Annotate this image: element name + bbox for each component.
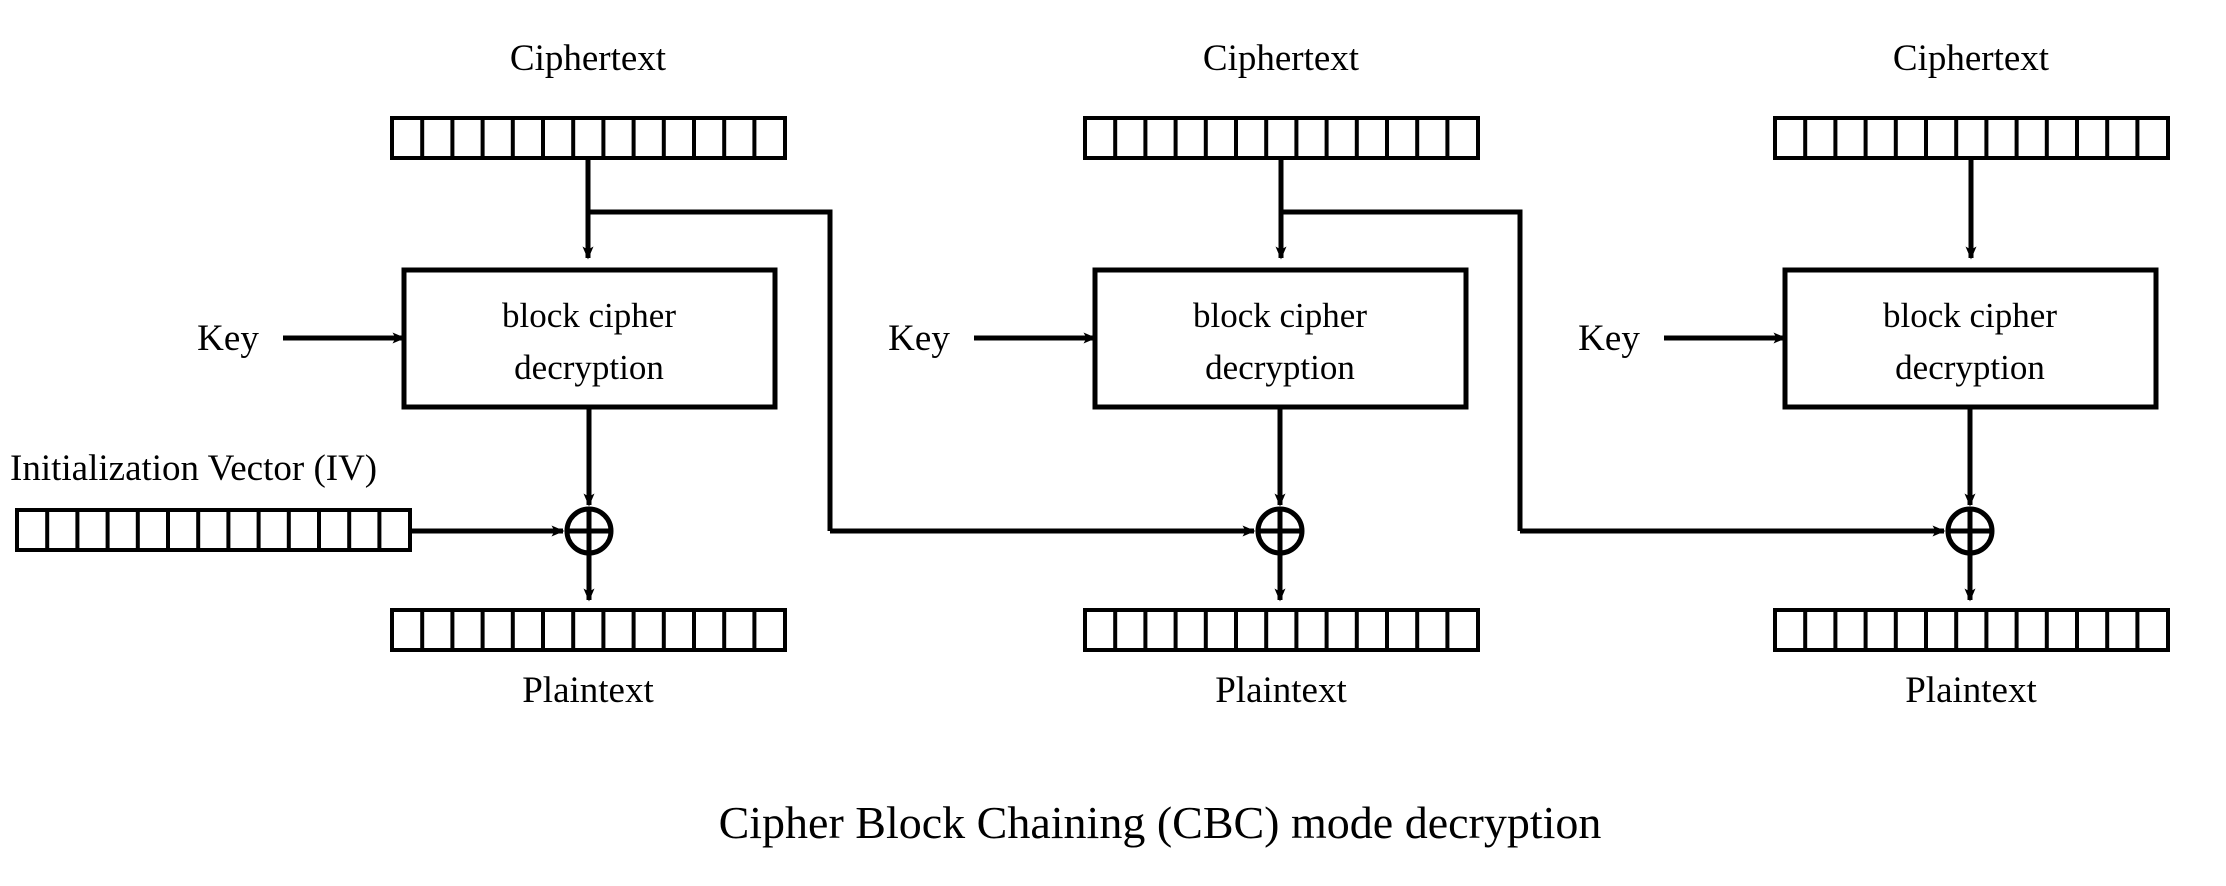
stage-3: Ciphertext block cipher decryption bbox=[1520, 38, 2170, 711]
cipher-box-line2-2: decryption bbox=[1205, 348, 1355, 387]
iv-block bbox=[15, 508, 412, 552]
ciphertext-block-2 bbox=[1083, 116, 1480, 160]
plaintext-label-1: Plaintext bbox=[522, 670, 654, 711]
xor-node-3 bbox=[1945, 506, 1995, 556]
initialization-vector-group: Initialization Vector (IV) bbox=[10, 448, 412, 552]
cipher-box-line2-1: decryption bbox=[514, 348, 664, 387]
chain-branch-2 bbox=[1281, 209, 1523, 531]
ciphertext-label-1: Ciphertext bbox=[510, 38, 667, 79]
cipher-box-line1-3: block cipher bbox=[1883, 296, 2057, 335]
ciphertext-block-1 bbox=[390, 116, 787, 160]
figure-caption: Cipher Block Chaining (CBC) mode decrypt… bbox=[719, 797, 1602, 848]
cipher-box-line1-1: block cipher bbox=[502, 296, 676, 335]
cipher-box-line1-2: block cipher bbox=[1193, 296, 1367, 335]
ciphertext-block-3 bbox=[1773, 116, 2170, 160]
cipher-box-3 bbox=[1782, 267, 2159, 410]
key-label-2: Key bbox=[888, 318, 950, 359]
plaintext-label-2: Plaintext bbox=[1215, 670, 1347, 711]
iv-label: Initialization Vector (IV) bbox=[10, 448, 377, 489]
stage-2: Ciphertext block cipher decrypti bbox=[830, 38, 1523, 711]
plaintext-block-1 bbox=[390, 608, 787, 652]
plaintext-label-3: Plaintext bbox=[1905, 670, 2037, 711]
cipher-box-2 bbox=[1092, 267, 1469, 410]
key-label-1: Key bbox=[197, 318, 259, 359]
key-label-3: Key bbox=[1578, 318, 1640, 359]
plaintext-block-3 bbox=[1773, 608, 2170, 652]
cipher-box-line2-3: decryption bbox=[1895, 348, 2045, 387]
chain-branch-1 bbox=[588, 209, 833, 531]
xor-node-1 bbox=[564, 506, 614, 556]
plaintext-block-2 bbox=[1083, 608, 1480, 652]
xor-node-2 bbox=[1255, 506, 1305, 556]
stage-1: Ciphertext block cipher decrypti bbox=[197, 38, 833, 711]
ciphertext-label-3: Ciphertext bbox=[1893, 38, 2050, 79]
ciphertext-label-2: Ciphertext bbox=[1203, 38, 1360, 79]
